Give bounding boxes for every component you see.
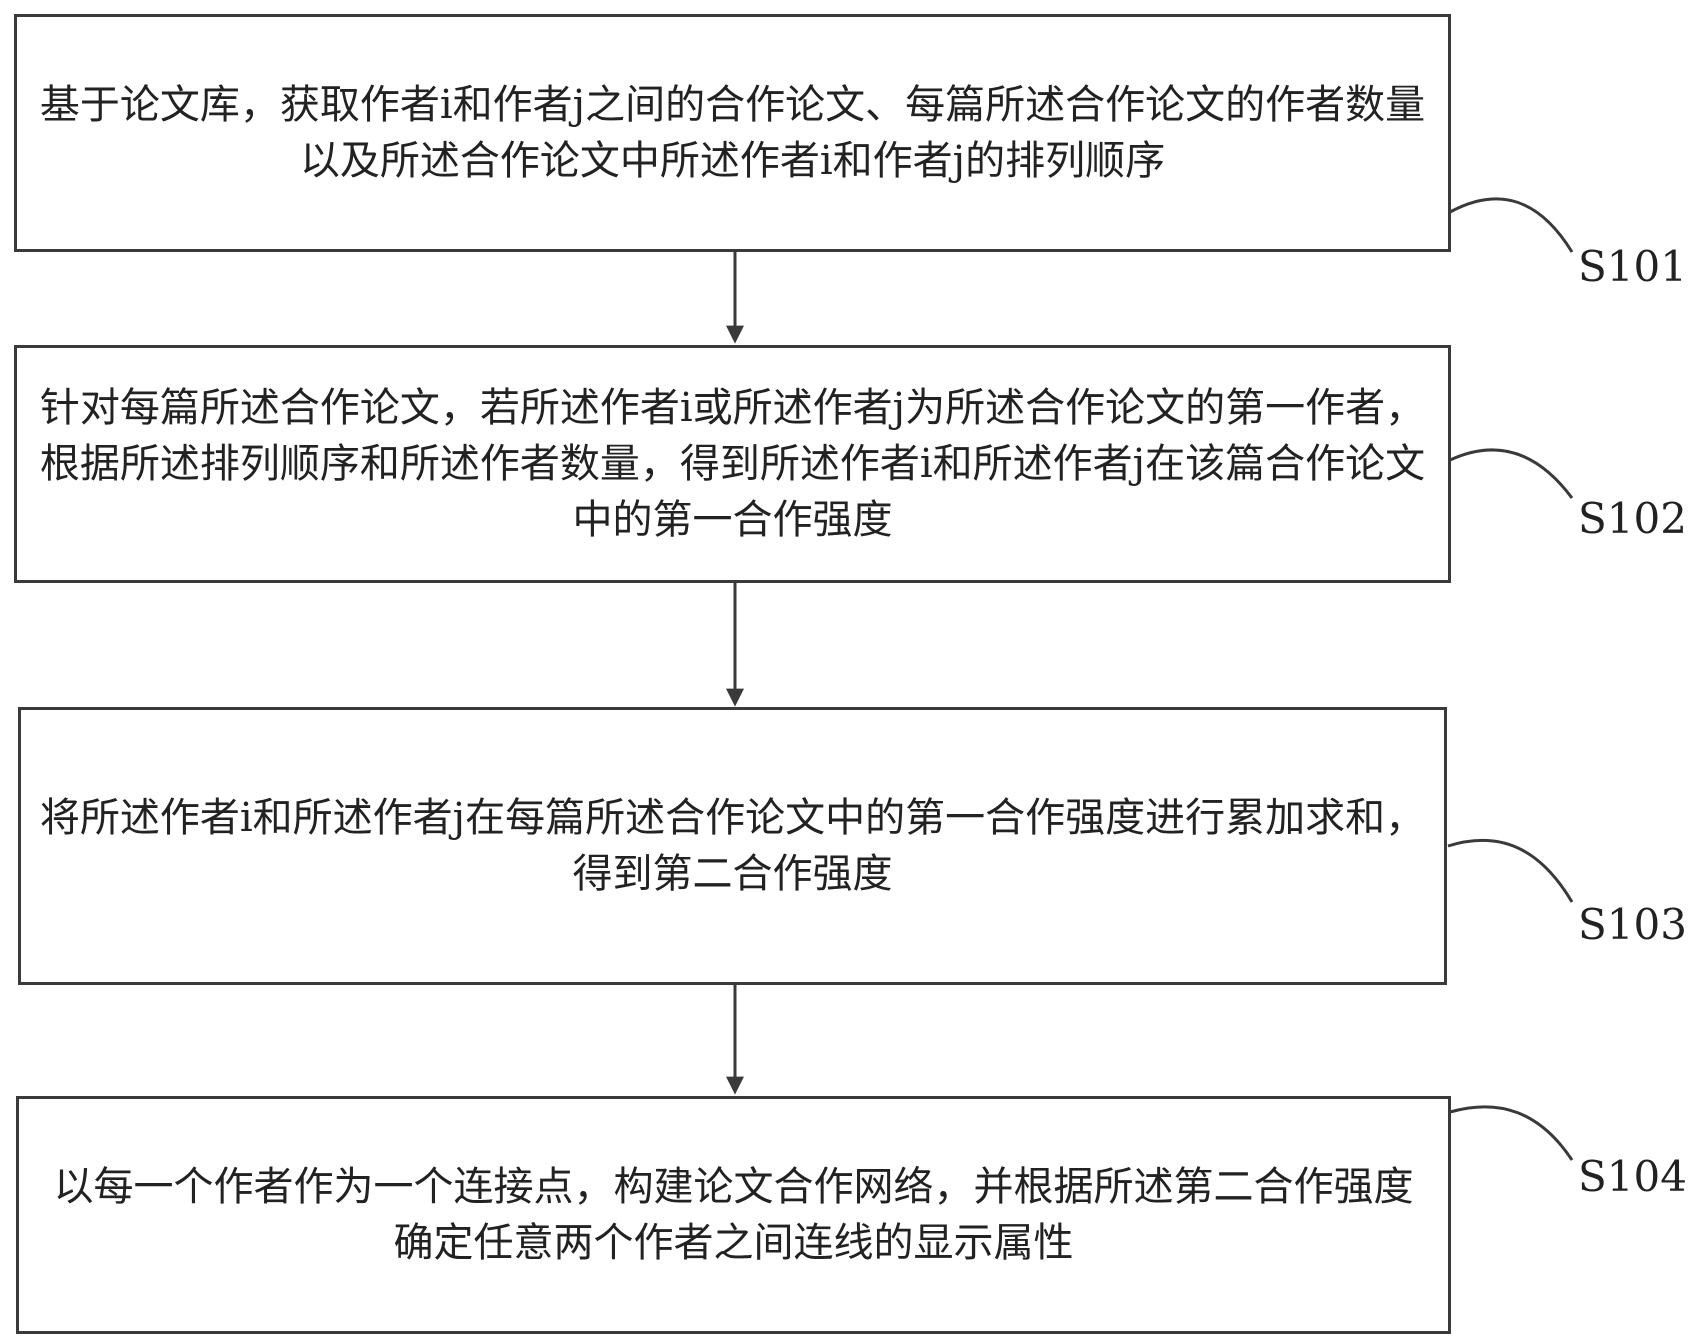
leader-curve-s104 bbox=[1449, 1105, 1574, 1161]
step-label-s101: S101 bbox=[1578, 242, 1687, 291]
leader-curve-s102 bbox=[1449, 448, 1574, 499]
step-text-s101: 基于论文库，获取作者i和作者j之间的合作论文、每篇所述合作论文的作者数量以及所述… bbox=[39, 82, 1426, 184]
step-box-s104: 以每一个作者作为一个连接点，构建论文合作网络，并根据所述第二合作强度确定任意两个… bbox=[16, 1096, 1451, 1334]
step-box-s102: 针对每篇所述合作论文，若所述作者i或所述作者j为所述合作论文的第一作者，根据所述… bbox=[14, 345, 1451, 583]
leader-curve-s103 bbox=[1447, 838, 1574, 903]
step-label-s104: S104 bbox=[1578, 1152, 1687, 1201]
leader-curve-s101 bbox=[1449, 197, 1574, 253]
step-text-s103: 将所述作者i和所述作者j在每篇所述合作论文中的第一合作强度进行累加求和，得到第二… bbox=[39, 795, 1426, 897]
step-label-s102: S102 bbox=[1578, 494, 1687, 543]
step-label-s103: S103 bbox=[1578, 900, 1687, 949]
step-box-s103: 将所述作者i和所述作者j在每篇所述合作论文中的第一合作强度进行累加求和，得到第二… bbox=[18, 707, 1447, 985]
step-box-s101: 基于论文库，获取作者i和作者j之间的合作论文、每篇所述合作论文的作者数量以及所述… bbox=[14, 14, 1451, 252]
step-text-s102: 针对每篇所述合作论文，若所述作者i或所述作者j为所述合作论文的第一作者，根据所述… bbox=[39, 385, 1426, 543]
step-text-s104: 以每一个作者作为一个连接点，构建论文合作网络，并根据所述第二合作强度确定任意两个… bbox=[53, 1164, 1414, 1266]
